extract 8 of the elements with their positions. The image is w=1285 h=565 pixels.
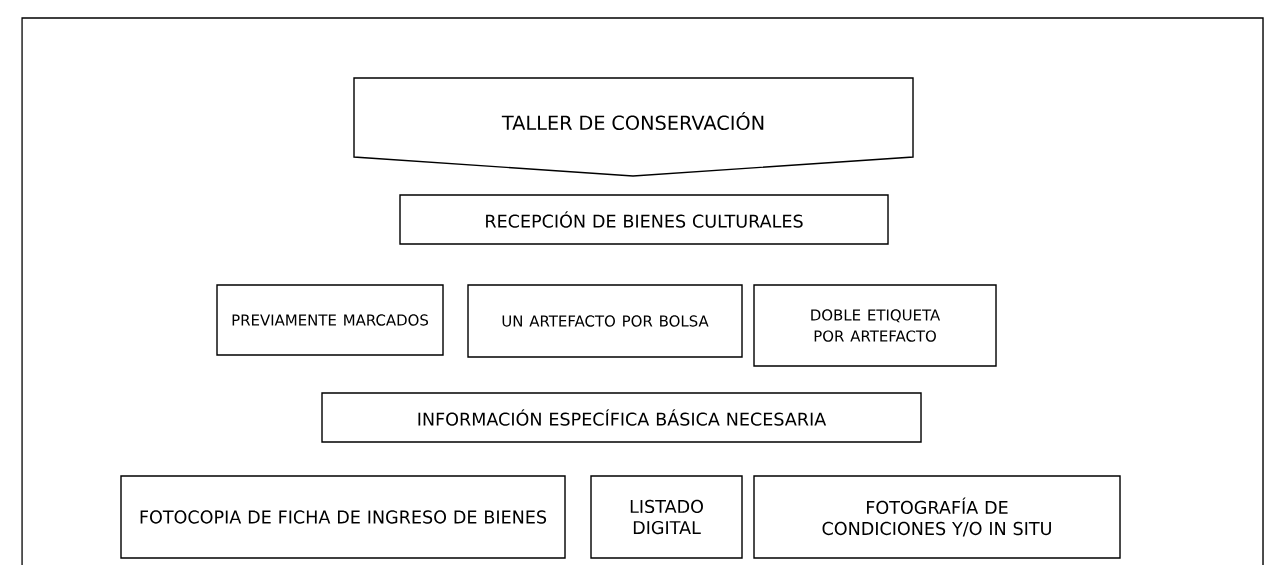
process-box: FOTOCOPIA DE FICHA DE INGRESO DE BIENES (120, 475, 566, 559)
process-box: INFORMACIÓN ESPECÍFICA BÁSICA NECESARIA (321, 392, 922, 443)
process-box: UN ARTEFACTO POR BOLSA (467, 284, 743, 358)
process-box: RECEPCIÓN DE BIENES CULTURALES (399, 194, 889, 245)
process-box: PREVIAMENTE MARCADOS (216, 284, 444, 356)
process-box: DOBLE ETIQUETA POR ARTEFACTO (753, 284, 997, 367)
process-box: LISTADO DIGITAL (590, 475, 743, 559)
process-box: FOTOGRAFÍA DE CONDICIONES Y/O IN SITU (753, 475, 1121, 559)
